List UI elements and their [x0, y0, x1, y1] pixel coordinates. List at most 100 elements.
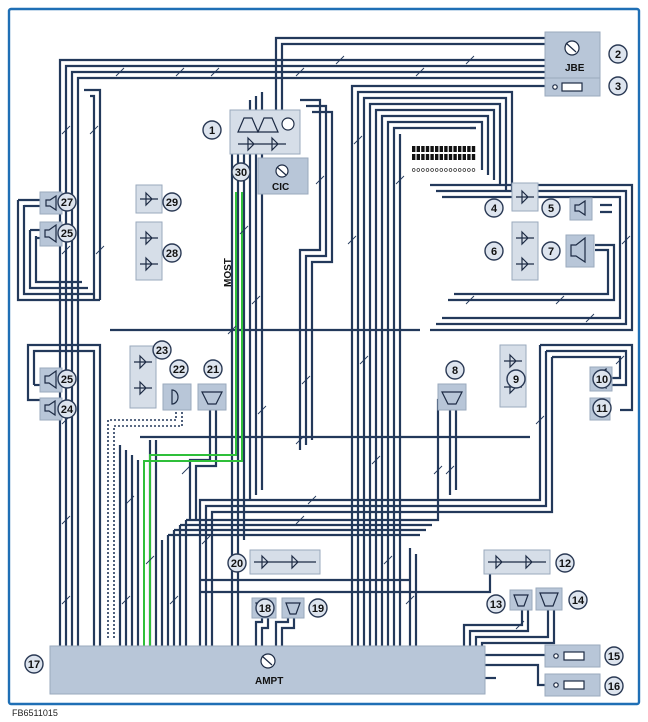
callout-number: 14 — [572, 595, 585, 607]
callout-bubble — [445, 360, 465, 380]
callout-bubble — [484, 198, 504, 218]
fuse-16-terminal — [553, 682, 559, 688]
callout-bubble — [255, 598, 275, 618]
fuse-15-terminal — [553, 653, 559, 659]
wire-top-jbe-2 — [280, 42, 545, 120]
harness-tick — [210, 67, 220, 77]
harness-tick — [227, 325, 237, 335]
wire-spk-lower-2 — [32, 349, 96, 648]
wire-spk-lower-1 — [26, 343, 102, 648]
wire-left-outer-2 — [64, 64, 555, 648]
callout-bubble — [202, 120, 222, 140]
component-1-speaker-icon-2 — [257, 117, 279, 133]
connector-pin — [412, 146, 416, 152]
wire-spk-upper-4 — [34, 236, 82, 284]
connector-terminal — [458, 168, 462, 172]
callout-bubble — [604, 646, 624, 666]
callout-6: 6 — [484, 241, 504, 261]
connector-pin — [471, 154, 476, 160]
tweeter-14 — [535, 587, 563, 611]
callout-number: 21 — [207, 364, 219, 376]
callout-bubble — [604, 676, 624, 696]
callout-27: 27 — [57, 192, 77, 212]
connector-terminal — [471, 168, 476, 172]
callout-19: 19 — [308, 598, 328, 618]
harness-tick — [405, 595, 415, 605]
antenna-amp-29-icon — [140, 191, 158, 207]
wire-right-lower-2 — [546, 349, 628, 387]
antenna-amp-9-icon — [504, 353, 522, 395]
callout-15: 15 — [604, 646, 624, 666]
harness-tick — [295, 435, 305, 445]
callout-8: 8 — [445, 360, 465, 380]
callout-number: 3 — [615, 81, 621, 93]
harness-tick — [515, 620, 525, 630]
wire-center-bundle-3 — [362, 96, 508, 648]
connector-pin — [458, 146, 462, 152]
harness-tick — [115, 67, 125, 77]
jbe-label: JBE — [565, 63, 585, 74]
harness-ticks — [61, 55, 631, 630]
wire-spk19-2 — [280, 612, 296, 648]
connector-terminal — [425, 168, 430, 172]
most-bus-label: MOST — [223, 258, 234, 287]
figure-id: FB6511015 — [12, 708, 58, 718]
callout-bubble — [486, 594, 506, 614]
connector-terminal — [439, 168, 443, 172]
callout-30: 30 — [231, 162, 251, 182]
connector-pin — [462, 146, 466, 152]
diagram-frame — [7, 7, 641, 706]
connector-pin — [425, 146, 430, 152]
connector-pin — [467, 154, 471, 160]
connector-pin — [416, 154, 420, 160]
harness-tick — [251, 295, 261, 305]
harness-tick — [371, 455, 381, 465]
callout-1: 1 — [202, 120, 222, 140]
callout-26: 25 — [57, 223, 77, 243]
callout-bubble — [608, 76, 628, 96]
callout-bubble — [227, 553, 247, 573]
callout-number: 22 — [173, 364, 185, 376]
wire-center-bundle-7 — [386, 120, 484, 648]
speaker-21 — [197, 383, 227, 411]
callout-20: 20 — [227, 553, 247, 573]
connector-pin — [430, 146, 434, 152]
most-bus-lines — [143, 192, 243, 648]
harness-tick — [89, 125, 99, 135]
callout-24: 24 — [57, 399, 77, 419]
antenna-amp-4-icon — [516, 189, 534, 205]
wire-mic-shield — [107, 408, 177, 640]
callout-number: 7 — [548, 246, 554, 258]
harness-tick — [585, 313, 595, 323]
callout-number: 5 — [548, 203, 554, 215]
harness-tick — [555, 295, 565, 305]
callout-7: 7 — [541, 241, 561, 261]
wire-right-upper-4 — [448, 243, 616, 302]
ampt-icon-stroke — [261, 655, 273, 666]
wire-spk-upper-1 — [16, 200, 100, 302]
wire-left-outer — [58, 58, 555, 648]
antenna-amp-28-icon — [140, 230, 158, 272]
wire-left-outer-4 — [76, 76, 555, 648]
microphone-22 — [162, 383, 192, 411]
connector-terminal — [435, 168, 439, 172]
tweeter-14-icon — [539, 592, 559, 607]
connector-terminal — [462, 168, 466, 172]
callout-bubble — [152, 340, 172, 360]
wire-spk-upper-2 — [22, 205, 94, 296]
harness-tick — [95, 245, 105, 255]
callout-9: 9 — [506, 369, 526, 389]
connector-pin — [435, 154, 439, 160]
harness-tick — [335, 55, 345, 65]
connector-pin — [416, 146, 420, 152]
harness-tick — [175, 67, 185, 77]
wire-spk5 — [600, 203, 612, 214]
jbe-connector-block — [412, 146, 476, 172]
callout-number: 30 — [235, 167, 247, 179]
most-line-2 — [143, 192, 243, 648]
callout-bubble — [57, 223, 77, 243]
harness-tick — [359, 355, 369, 365]
antenna-amp-20-icon — [254, 554, 316, 570]
